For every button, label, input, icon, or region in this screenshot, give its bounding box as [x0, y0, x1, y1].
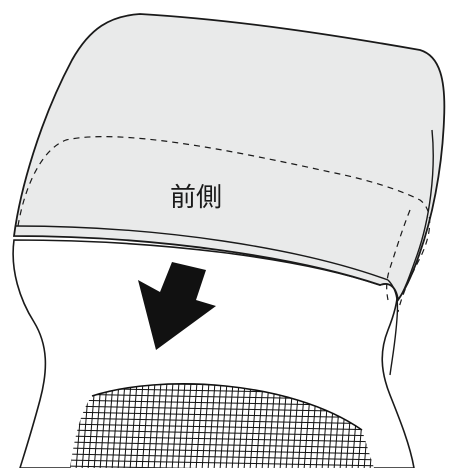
mesh-line — [70, 441, 374, 449]
mesh-line — [70, 459, 374, 467]
front-side-label: 前側 — [170, 183, 222, 213]
mesh-line — [70, 411, 374, 419]
mesh-panel-outline — [91, 383, 363, 431]
mesh-panel — [70, 383, 374, 468]
cover-side-hem-line — [387, 279, 399, 376]
cover-side-edge — [397, 129, 434, 301]
mesh-line — [70, 435, 374, 443]
mesh-line — [70, 423, 374, 431]
mesh-line — [70, 465, 374, 468]
mesh-line — [201, 383, 211, 468]
mesh-line — [207, 383, 217, 468]
mesh-line — [70, 429, 374, 437]
mesh-line — [70, 417, 374, 425]
mesh-line — [213, 383, 223, 468]
cover-shape — [12, 13, 446, 303]
cover-seam-dashed — [17, 136, 431, 313]
arrow-down-left-icon — [138, 262, 216, 350]
mesh-line — [195, 383, 205, 468]
mesh-line — [70, 453, 374, 461]
cover-hem-line — [15, 225, 389, 281]
mesh-line — [70, 447, 374, 455]
